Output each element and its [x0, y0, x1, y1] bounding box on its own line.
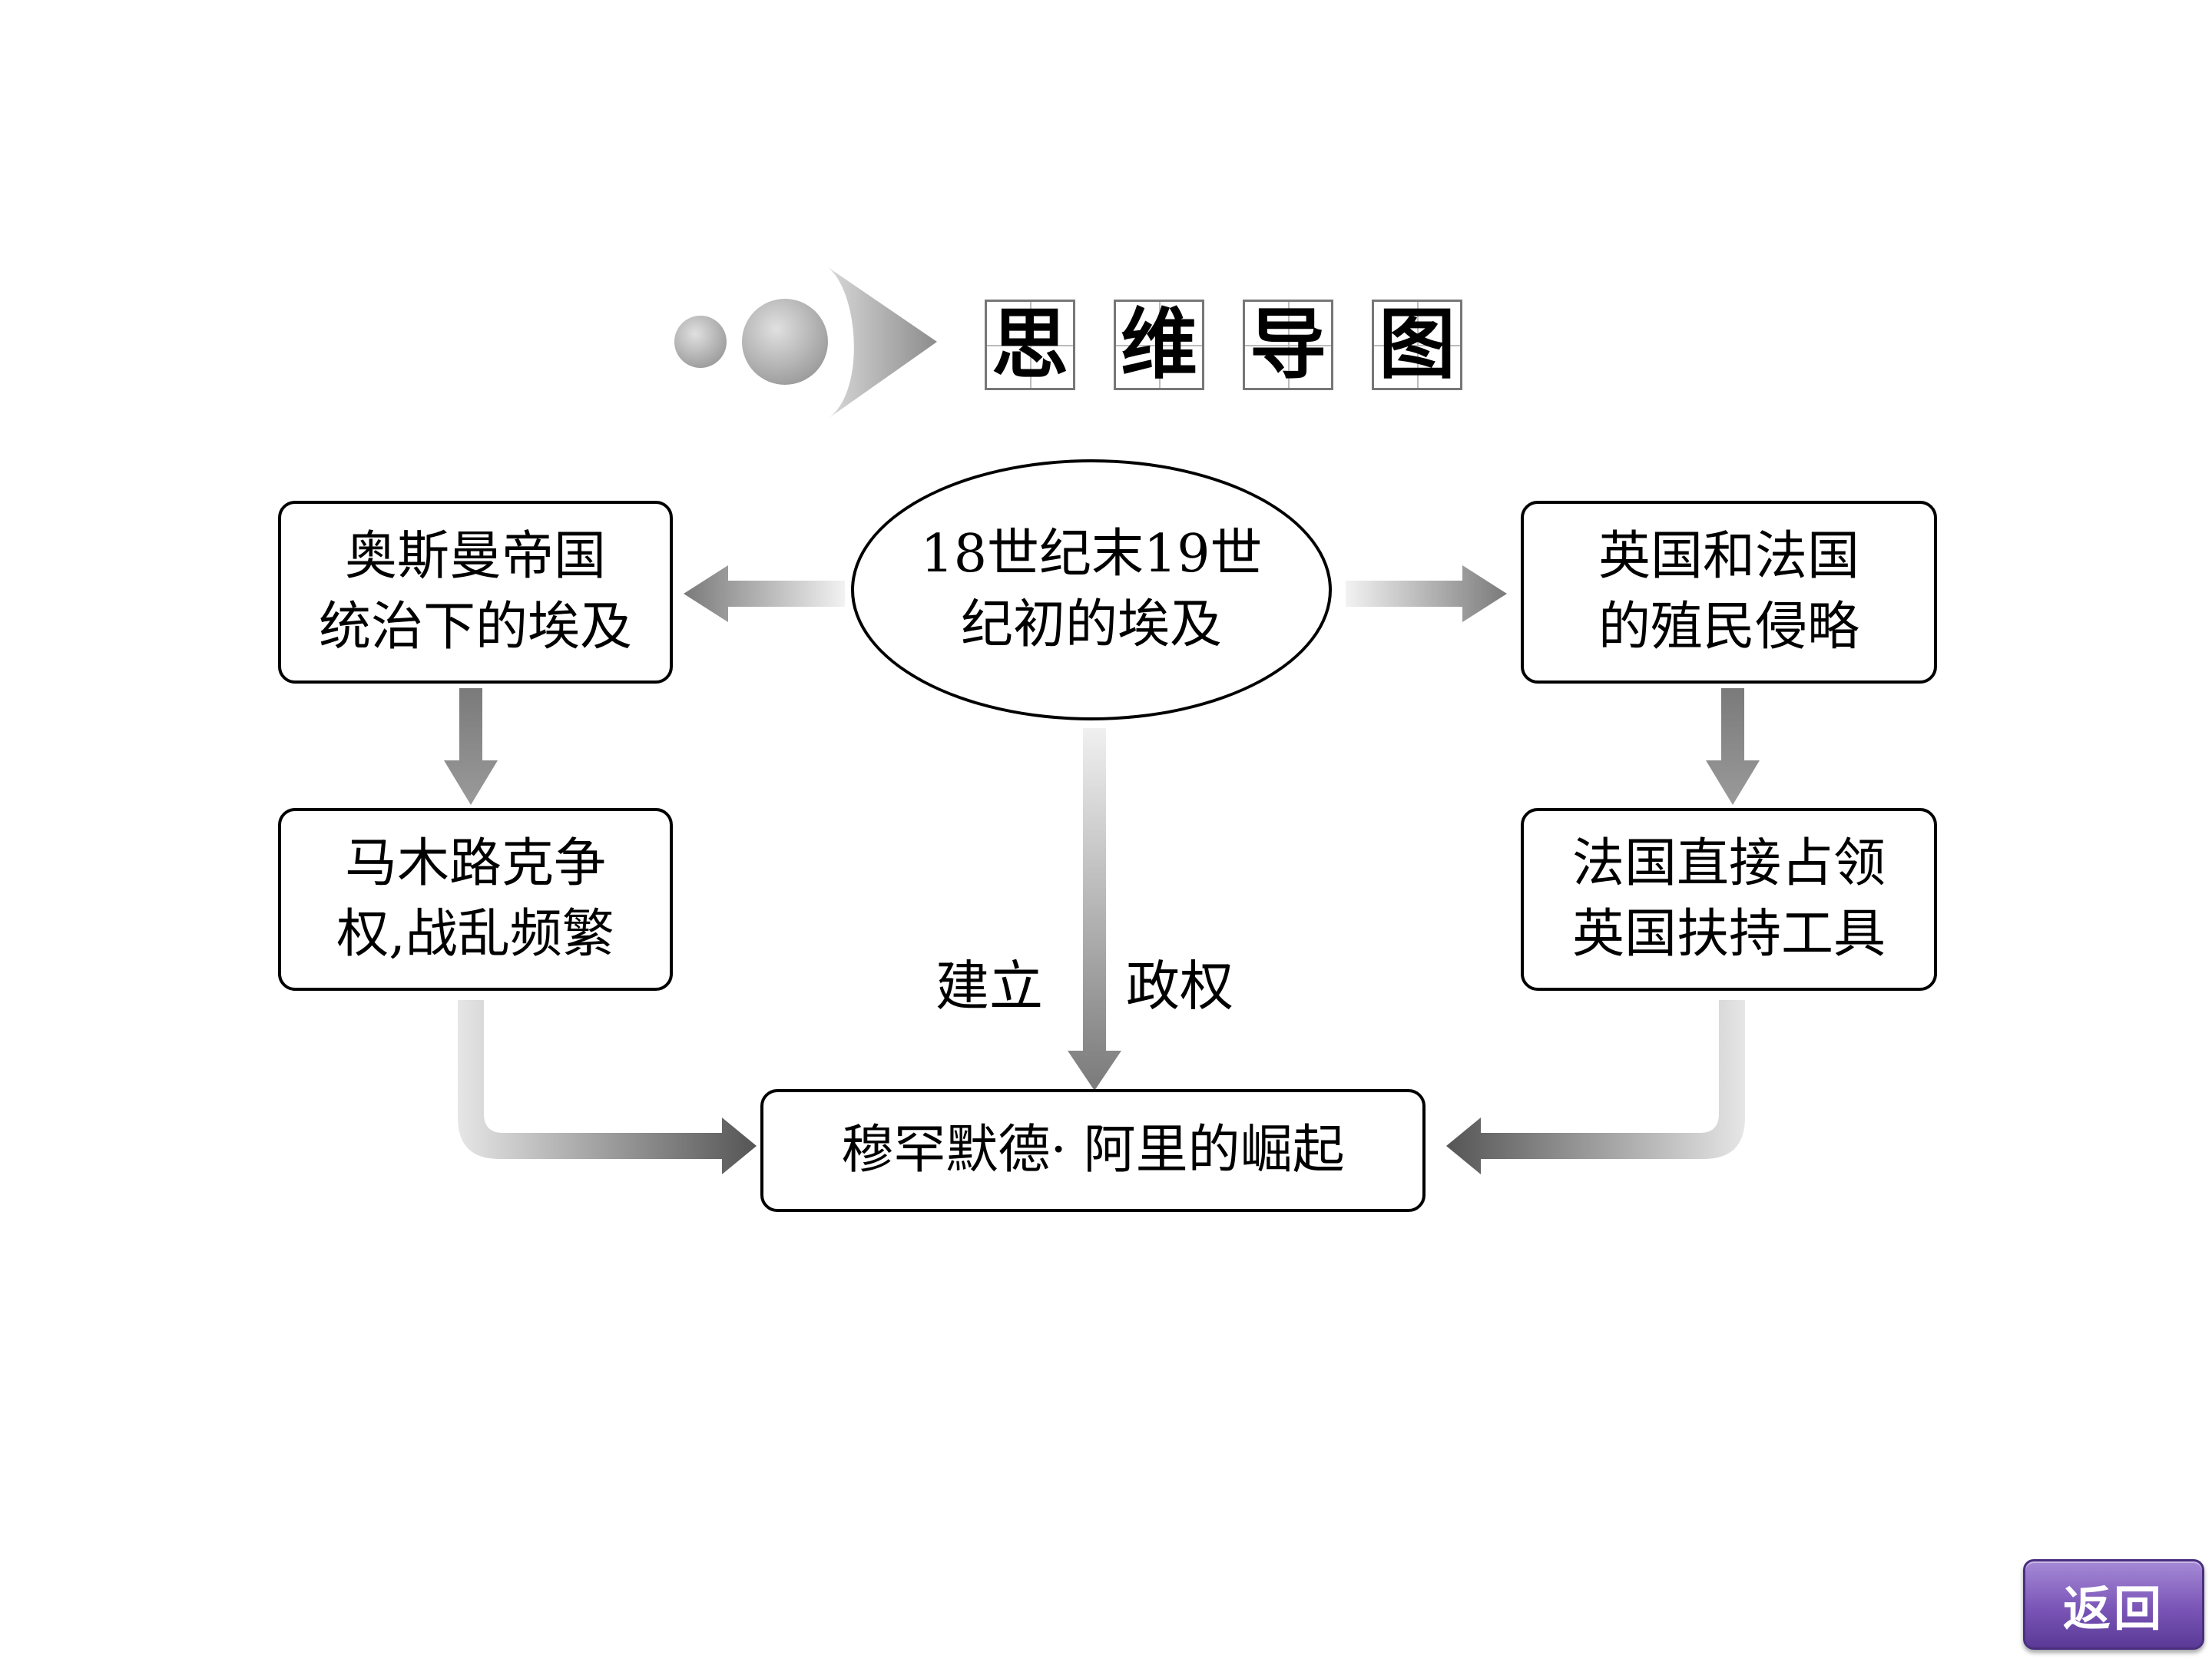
center-node: 18世纪末19世 纪初的埃及: [851, 459, 1332, 720]
node-mamluk-conflict-line1: 马木路克争: [344, 833, 606, 894]
large-dot-icon: [742, 299, 828, 385]
return-button-label: 返回: [2062, 1581, 2164, 1637]
center-node-line1: 18世纪末19世: [920, 524, 1263, 584]
node-muhammad-ali-rise: 穆罕默德· 阿里的崛起: [760, 1089, 1426, 1212]
node-ottoman-rule-line1: 奥斯曼帝国: [344, 526, 606, 587]
node-occupation-support-line2: 英国扶持工具: [1571, 904, 1886, 965]
arrow-right-down: [1706, 688, 1760, 805]
node-colonial-invasion-line1: 英国和法国: [1598, 526, 1859, 587]
node-ottoman-rule: 奥斯曼帝国 统治下的埃及: [278, 501, 673, 684]
node-occupation-support-line1: 法国直接占领: [1571, 833, 1886, 894]
header-decoration: [674, 267, 937, 419]
node-colonial-invasion: 英国和法国 的殖民侵略: [1521, 501, 1937, 684]
node-muhammad-ali-rise-text: 穆罕默德· 阿里的崛起: [841, 1120, 1345, 1181]
arrow-right-to-bottom: [1446, 1000, 1745, 1174]
node-mamluk-conflict: 马木路克争 权,战乱频繁: [278, 808, 673, 991]
title-char-4: 图: [1372, 300, 1462, 390]
node-occupation-support: 法国直接占领 英国扶持工具: [1521, 808, 1937, 991]
small-dot-icon: [674, 316, 727, 368]
arrow-label-left: 建立: [935, 955, 1043, 1018]
arrow-left-to-bottom: [458, 1000, 757, 1174]
return-button[interactable]: 返回: [2023, 1559, 2204, 1650]
title-char-3: 导: [1243, 300, 1333, 390]
center-node-line2: 纪初的埃及: [960, 594, 1222, 655]
title-char-1: 思: [985, 300, 1075, 390]
arrow-center-down: [1068, 728, 1121, 1091]
chevron-right-icon: [828, 267, 937, 419]
title-char-2: 维: [1114, 300, 1204, 390]
node-ottoman-rule-line2: 统治下的埃及: [318, 597, 632, 657]
node-mamluk-conflict-line2: 权,战乱频繁: [336, 904, 614, 965]
arrow-left-down: [444, 688, 498, 805]
arrow-center-to-left: [684, 565, 845, 622]
node-colonial-invasion-line2: 的殖民侵略: [1598, 597, 1859, 657]
arrow-label-right: 政权: [1126, 955, 1233, 1018]
arrow-center-to-right: [1346, 565, 1507, 622]
